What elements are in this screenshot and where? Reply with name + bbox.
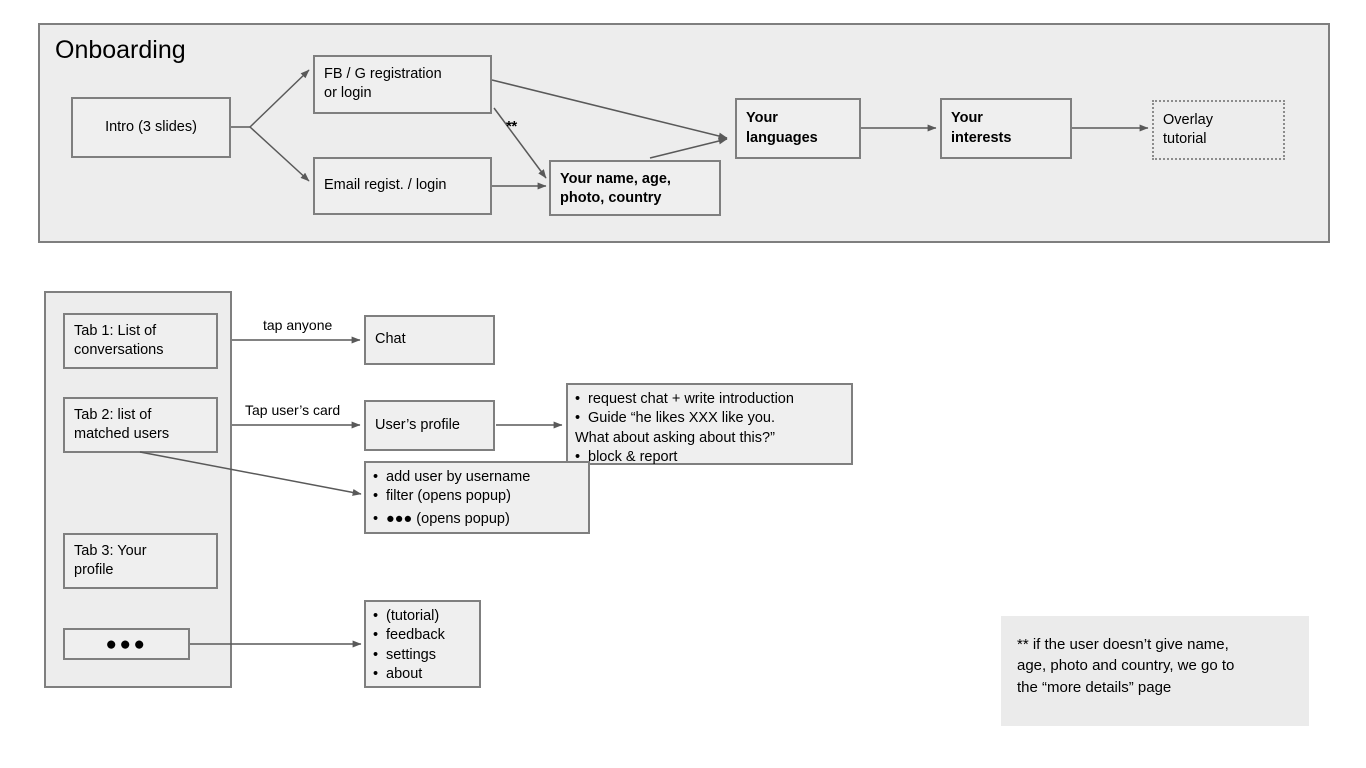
- list-item-label: (tutorial): [386, 608, 440, 624]
- edge-label-tap-anyone: tap anyone: [263, 317, 333, 333]
- list-item-continuation: What about asking about this?”: [575, 429, 775, 446]
- list-item-label: settings: [386, 646, 436, 663]
- footnote-box: ** if the user doesn’t give name, age, p…: [1001, 616, 1309, 726]
- node-your-details-label: Your name, age, photo, country: [560, 171, 671, 207]
- more-menu-list: • (tutorial) • feedback • settings • abo…: [373, 607, 445, 685]
- bullet-icon: •: [373, 646, 379, 663]
- node-user-profile[interactable]: User’s profile: [364, 400, 495, 451]
- bullet-icon: •: [373, 666, 379, 683]
- edge-label-tap-users-card: Tap user’s card: [245, 402, 341, 418]
- list-item-label: add user by username: [386, 469, 531, 485]
- list-item: • filter (opens popup): [373, 487, 530, 506]
- list-item-label: filter (opens popup): [386, 488, 511, 505]
- list-item: • (tutorial): [373, 607, 445, 626]
- list-item: • settings: [373, 646, 445, 665]
- onboarding-title: Onboarding: [55, 36, 186, 64]
- node-your-details[interactable]: Your name, age, photo, country: [549, 160, 721, 216]
- sidebar-item-tab-3-your-profile[interactable]: Tab 3: Your profile: [63, 533, 218, 589]
- list-item: • Guide “he likes XXX like you.: [575, 409, 794, 428]
- list-item-label: ●●● (opens popup): [386, 510, 510, 527]
- double-asterisk-marker: **: [506, 118, 517, 135]
- node-overlay-tutorial[interactable]: Overlay tutorial: [1152, 100, 1285, 160]
- tab-1-label: Tab 1: List of conversations: [74, 323, 164, 359]
- node-your-languages[interactable]: Your languages: [735, 98, 861, 159]
- sidebar-item-tab-1-conversations[interactable]: Tab 1: List of conversations: [63, 313, 218, 369]
- node-email-registration-label: Email regist. / login: [324, 177, 447, 194]
- bullet-icon: •: [575, 391, 581, 407]
- node-fb-g-registration[interactable]: FB / G registration or login: [313, 55, 492, 114]
- node-intro[interactable]: Intro (3 slides): [71, 97, 231, 158]
- sidebar-item-tab-2-matched-users[interactable]: Tab 2: list of matched users: [63, 397, 218, 453]
- node-list-actions[interactable]: • add user by username • filter (opens p…: [364, 461, 590, 534]
- tab-2-label: Tab 2: list of matched users: [74, 407, 170, 443]
- list-item-label: feedback: [386, 627, 445, 644]
- bullet-icon: •: [373, 488, 379, 505]
- node-email-registration[interactable]: Email regist. / login: [313, 157, 492, 215]
- list-item: • about: [373, 665, 445, 684]
- node-chat-label: Chat: [375, 331, 406, 348]
- node-user-profile-label: User’s profile: [375, 416, 460, 433]
- node-profile-actions[interactable]: • request chat + write introduction • Gu…: [566, 383, 853, 465]
- tab-3-label: Tab 3: Your profile: [74, 543, 147, 579]
- bullet-icon: •: [373, 510, 379, 527]
- list-item: • add user by username: [373, 468, 530, 487]
- list-item: • block & report: [575, 448, 794, 467]
- node-more-menu[interactable]: • (tutorial) • feedback • settings • abo…: [364, 600, 481, 688]
- node-fb-g-registration-label: FB / G registration or login: [324, 66, 442, 102]
- bullet-icon: •: [575, 449, 581, 466]
- node-overlay-tutorial-label: Overlay tutorial: [1163, 111, 1213, 147]
- bullet-icon: •: [373, 608, 379, 624]
- profile-actions-list: • request chat + write introduction • Gu…: [575, 390, 794, 468]
- node-your-interests[interactable]: Your interests: [940, 98, 1072, 159]
- node-your-languages-label: Your languages: [746, 110, 818, 146]
- list-actions-list: • add user by username • filter (opens p…: [373, 468, 530, 529]
- bullet-icon: •: [373, 469, 379, 485]
- node-your-interests-label: Your interests: [951, 110, 1012, 146]
- list-item: • request chat + write introduction: [575, 390, 794, 409]
- node-chat[interactable]: Chat: [364, 315, 495, 365]
- list-item: • ●●● (opens popup): [373, 510, 530, 529]
- list-item-label: Guide “he likes XXX like you.: [588, 410, 775, 427]
- list-item-label: request chat + write introduction: [588, 391, 794, 407]
- more-dots-icon: ●●●: [105, 633, 148, 655]
- bullet-icon: •: [575, 410, 581, 427]
- list-item-label: block & report: [588, 449, 678, 466]
- list-item: • feedback: [373, 626, 445, 645]
- sidebar-more-button[interactable]: ●●●: [63, 628, 190, 660]
- list-item-label: about: [386, 666, 423, 683]
- bullet-icon: •: [373, 627, 379, 644]
- node-intro-label: Intro (3 slides): [105, 118, 197, 135]
